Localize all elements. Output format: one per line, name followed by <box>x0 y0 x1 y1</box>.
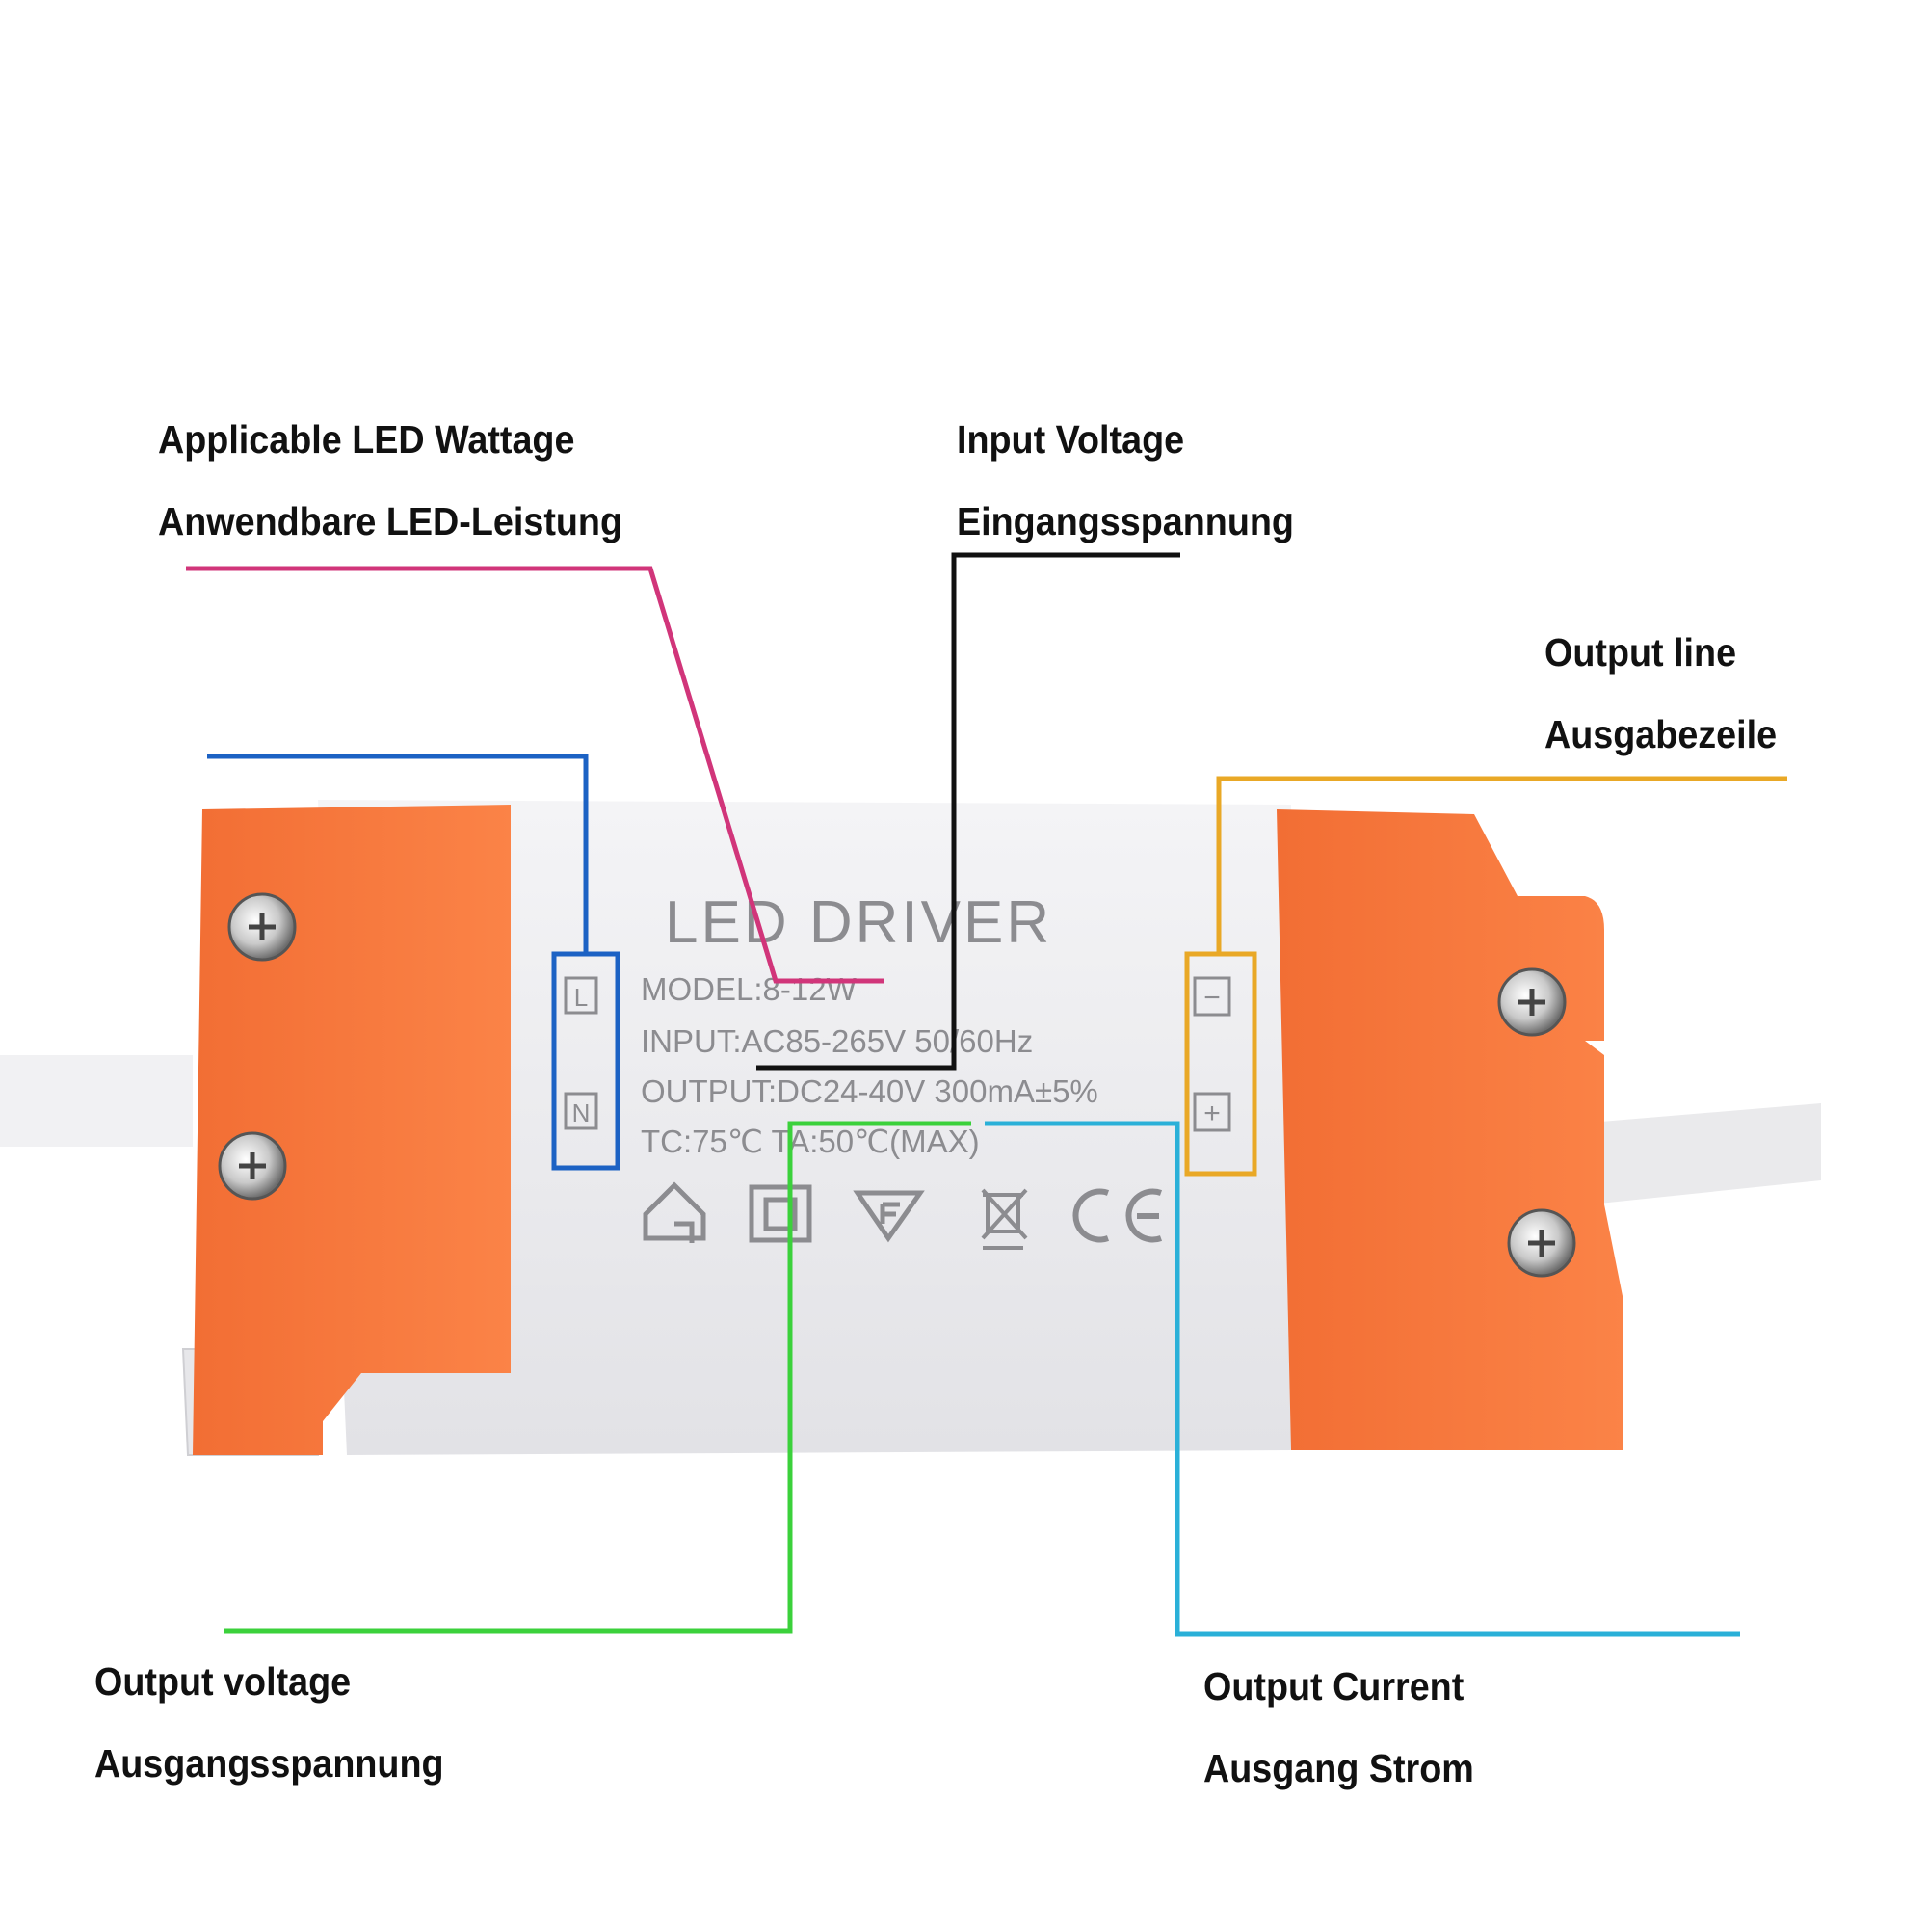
output-voltage-label-de: Ausgangsspannung <box>94 1741 444 1786</box>
output-voltage-label-en: Output voltage <box>94 1659 352 1704</box>
weee-bin-icon <box>981 1188 1028 1250</box>
f-triangle-icon <box>853 1190 925 1243</box>
terminal-l-label: L <box>574 983 588 1012</box>
input-voltage-label-de: Eingangsspannung <box>957 499 1294 543</box>
output-current-leader-line <box>985 1121 1740 1637</box>
output-cable <box>1590 1103 1821 1204</box>
driver-body <box>318 800 1291 1455</box>
input-terminal-highlight <box>551 951 620 1171</box>
input-cable <box>0 1055 193 1147</box>
terminal-n-label: N <box>572 1098 591 1127</box>
device-output: OUTPUT:DC24-40V 300mA±5% <box>641 1073 1098 1109</box>
house-icon <box>643 1181 706 1243</box>
device-title: LED DRIVER <box>665 889 1052 956</box>
device-temps: TC:75℃ TA:50℃(MAX) <box>641 1124 980 1159</box>
input-voltage-leader-line <box>756 552 1180 1071</box>
right-end-cap <box>1277 809 1623 1450</box>
input-voltage-label-en: Input Voltage <box>957 417 1185 462</box>
terminal-plus-marker: + <box>1193 1092 1231 1132</box>
output-terminal-highlight <box>1184 951 1257 1177</box>
wattage-label-de: Anwendbare LED-Leistung <box>158 499 623 543</box>
screw-input-bottom <box>218 1131 287 1201</box>
device-input: INPUT:AC85-265V 50/60Hz <box>641 1023 1033 1059</box>
output-line-leader-line <box>1216 776 1787 954</box>
terminal-minus-marker: − <box>1193 976 1231 1017</box>
device-model: MODEL:8-12W <box>641 971 858 1007</box>
terminal-plus-label: + <box>1203 1098 1221 1129</box>
screw-input-top <box>227 892 297 962</box>
output-voltage-leader-line <box>224 1121 971 1634</box>
terminal-n-marker: N <box>564 1092 598 1130</box>
wattage-leader-line <box>186 566 884 984</box>
screw-output-bottom <box>1507 1208 1576 1278</box>
input-terminal-leader-line <box>207 754 589 954</box>
output-current-label-en: Output Current <box>1203 1664 1465 1708</box>
wattage-label-en: Applicable LED Wattage <box>158 417 575 462</box>
ce-mark-icon <box>1072 1188 1163 1243</box>
double-square-icon <box>749 1184 812 1243</box>
terminal-l-marker: L <box>564 976 598 1015</box>
left-end-cap <box>193 805 511 1455</box>
output-line-label-en: Output line <box>1544 630 1737 675</box>
output-line-label-de: Ausgabezeile <box>1544 712 1778 756</box>
screw-output-top <box>1497 967 1567 1037</box>
output-current-label-de: Ausgang Strom <box>1203 1746 1474 1790</box>
terminal-minus-label: − <box>1203 982 1221 1014</box>
